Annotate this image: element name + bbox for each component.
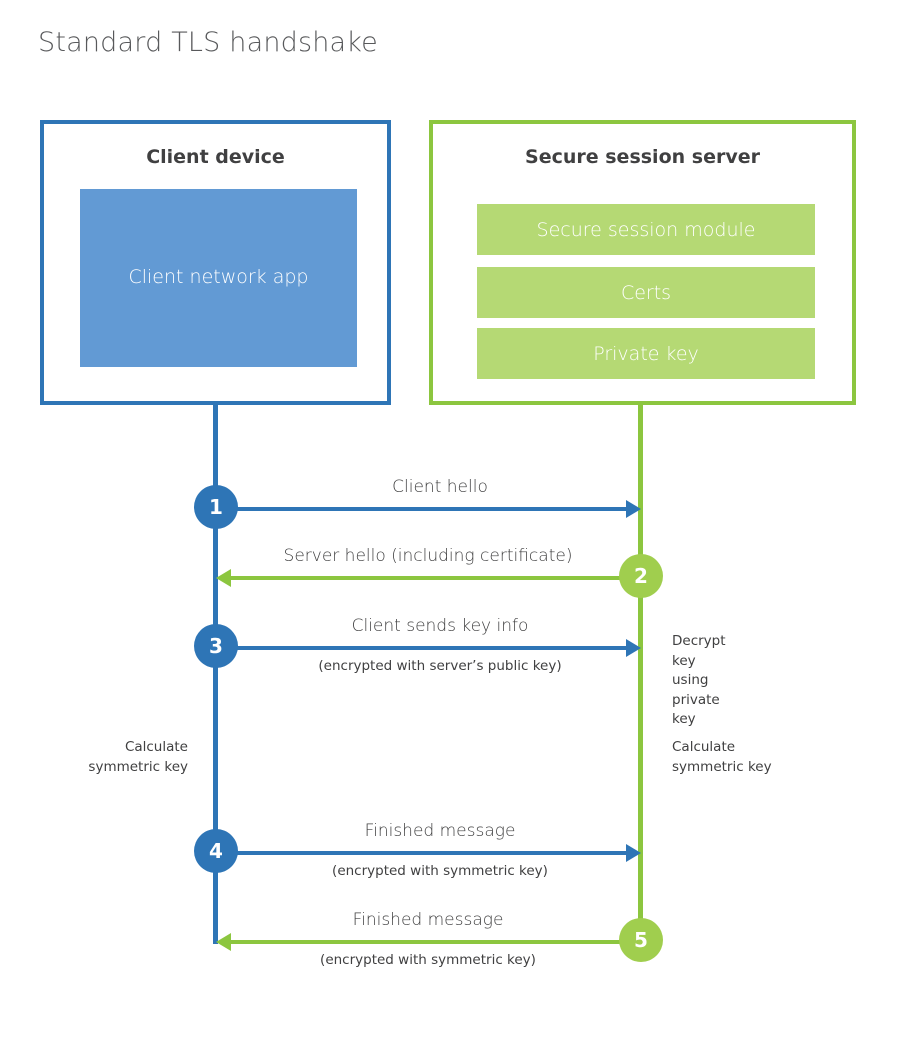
server-component-certs: Certs [477, 267, 815, 318]
server-lifeline [638, 404, 643, 941]
arrow-head-step-3 [626, 639, 641, 657]
message-sublabel-step-3: (encrypted with server’s public key) [318, 658, 562, 674]
message-label-step-1: Client hello [392, 477, 488, 497]
message-label-step-3: Client sends key info [351, 616, 529, 636]
page-title: Standard TLS handshake [38, 27, 378, 58]
client-device-box: Client device Client network app [40, 120, 391, 405]
client-device-title: Client device [146, 146, 285, 168]
step-badge-4: 4 [194, 829, 238, 873]
message-sublabel-step-4: (encrypted with symmetric key) [332, 863, 548, 879]
client-network-app-block: Client network app [80, 189, 357, 367]
message-label-step-5: Finished message [352, 910, 504, 930]
arrow-line-step-3 [216, 646, 627, 650]
arrow-line-step-1 [216, 507, 627, 511]
server-component-secure-session-module: Secure session module [477, 204, 815, 255]
step-badge-5: 5 [619, 918, 663, 962]
annotation-client-calculate-symmetric-key: Calculate symmetric key [88, 739, 188, 775]
arrow-line-step-2 [230, 576, 625, 580]
message-label-step-2: Server hello (including certificate) [283, 546, 573, 566]
annotation-server-calculate-symmetric-key: Calculate symmetric key [672, 739, 772, 775]
arrow-line-step-4 [216, 851, 627, 855]
annotation-decrypt-key: Decrypt key using private key [672, 633, 726, 728]
message-label-step-4: Finished message [364, 821, 516, 841]
message-sublabel-step-5: (encrypted with symmetric key) [320, 952, 536, 968]
secure-session-server-box: Secure session server Secure session mod… [429, 120, 856, 405]
arrow-head-step-1 [626, 500, 641, 518]
client-lifeline [213, 404, 218, 944]
arrow-head-step-2 [216, 569, 231, 587]
step-badge-2: 2 [619, 554, 663, 598]
step-badge-1: 1 [194, 485, 238, 529]
server-component-private-key: Private key [477, 328, 815, 379]
arrow-head-step-5 [216, 933, 231, 951]
step-badge-3: 3 [194, 624, 238, 668]
secure-session-server-title: Secure session server [525, 146, 760, 168]
arrow-line-step-5 [230, 940, 625, 944]
arrow-head-step-4 [626, 844, 641, 862]
